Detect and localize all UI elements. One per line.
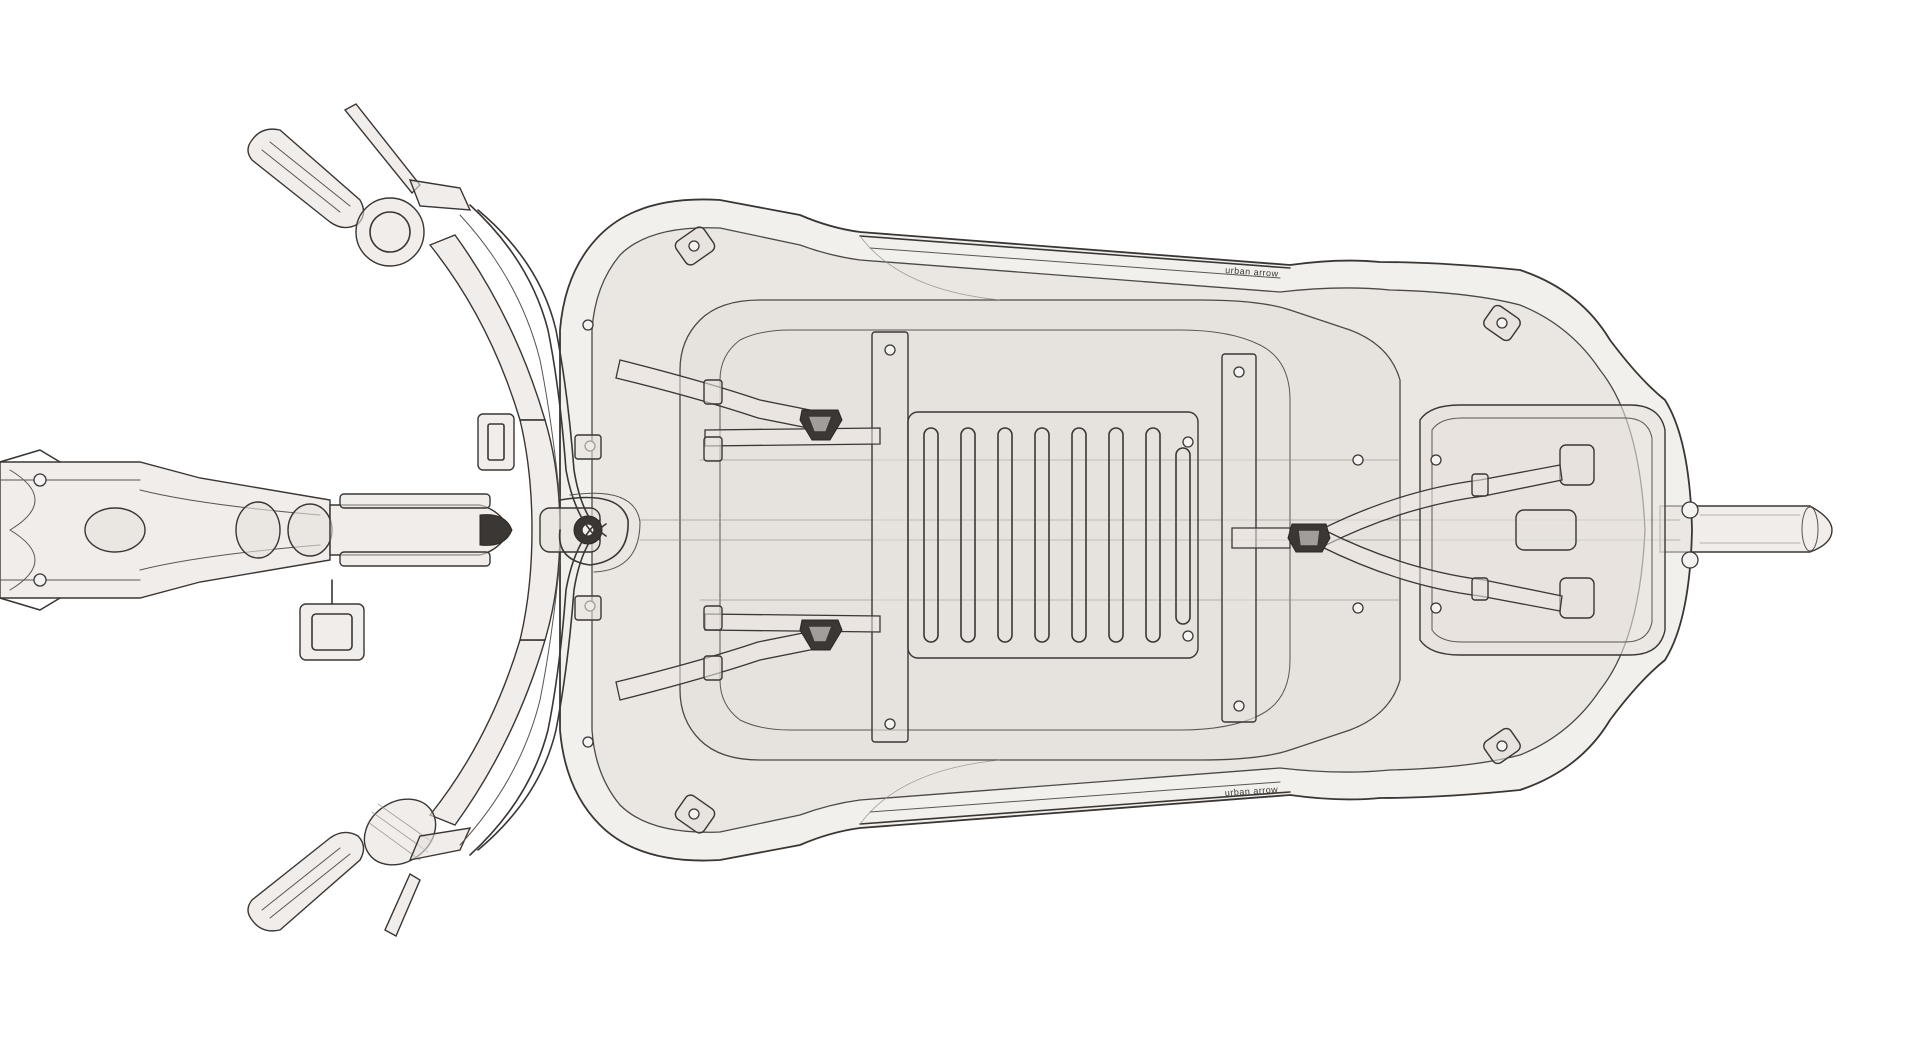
- cargo-box: urban arrow urban arrow: [559, 198, 1699, 862]
- side-rail-lettering-top: urban arrow: [1225, 265, 1279, 279]
- handlebar: [428, 234, 603, 826]
- corner-clip-top-right: [1483, 304, 1521, 342]
- harness-front-top: [615, 359, 881, 462]
- brake-lever-right: [384, 827, 472, 937]
- floor-plate-front: [871, 331, 909, 743]
- corner-clip-bottom-left: [674, 794, 716, 834]
- harness-rear: [1231, 464, 1563, 612]
- floor-slots: [907, 411, 1199, 659]
- headtube-bracket: [477, 413, 515, 471]
- corner-clip-top-left: [674, 226, 716, 266]
- brake-cables: [459, 204, 641, 856]
- buckle-front-top: [799, 409, 843, 441]
- pedal: [299, 579, 365, 661]
- front-axle: [1659, 505, 1833, 553]
- buckle-front-bottom: [799, 619, 843, 651]
- buckle-rear: [1287, 523, 1331, 553]
- grip-top: [247, 128, 425, 267]
- corner-clip-bottom-right: [1483, 727, 1521, 765]
- frame-tube: [0, 449, 513, 611]
- side-rail-lettering-bottom: urban arrow: [1224, 784, 1278, 798]
- brake-lever-left: [343, 103, 472, 211]
